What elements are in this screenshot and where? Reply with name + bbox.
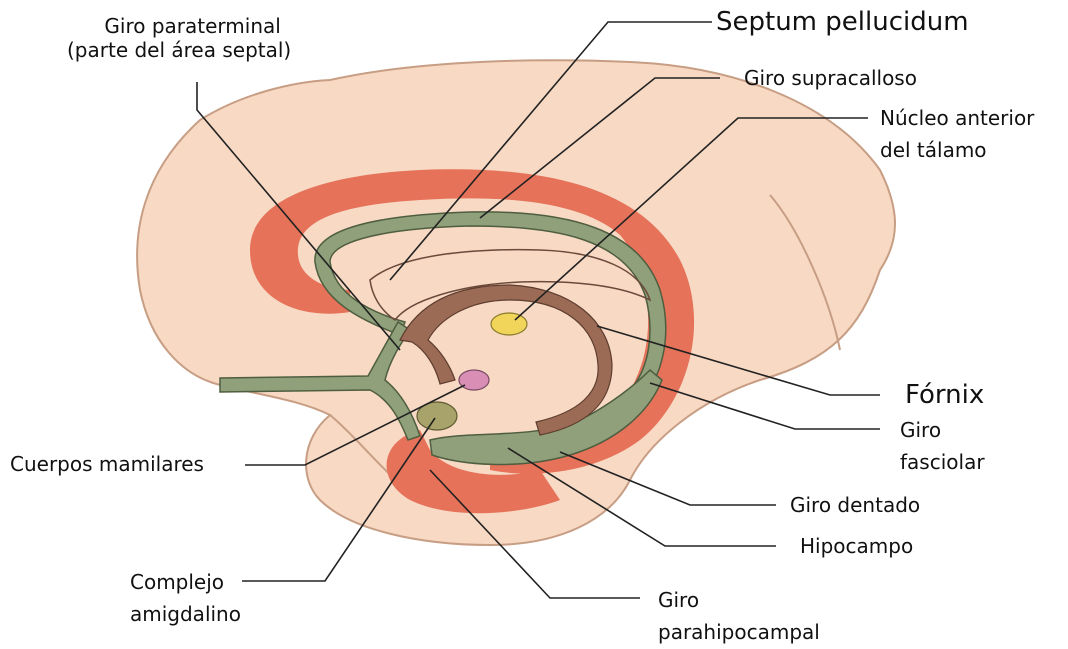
label-cuerpos-mamilares: Cuerpos mamilares <box>10 452 204 476</box>
anterior-thalamic-nucleus <box>491 313 527 335</box>
label-nucleo-anterior-line2: del tálamo <box>880 138 1034 162</box>
label-giro-fasciolar-line2: fasciolar <box>900 450 985 474</box>
label-nucleo-anterior: Núcleo anterior del tálamo <box>880 106 1034 162</box>
label-septum-pellucidum: Septum pellucidum <box>716 7 969 37</box>
label-complejo-amigdalino-line1: Complejo <box>130 570 241 594</box>
label-complejo-amigdalino-line2: amigdalino <box>130 602 241 626</box>
label-giro-paraterminal-line2: (parte del área septal) <box>67 38 291 62</box>
mamillary-body <box>459 370 489 390</box>
label-giro-parahipocampal-line1: Giro <box>658 588 820 612</box>
label-giro-paraterminal-line1: Giro paraterminal <box>94 14 291 38</box>
label-giro-paraterminal: Giro paraterminal (parte del área septal… <box>94 14 291 62</box>
label-nucleo-anterior-line1: Núcleo anterior <box>880 106 1034 130</box>
label-giro-fasciolar-line1: Giro <box>900 418 985 442</box>
label-giro-parahipocampal: Giro parahipocampal <box>658 588 820 644</box>
label-giro-dentado: Giro dentado <box>790 493 920 517</box>
label-giro-fasciolar: Giro fasciolar <box>900 418 985 474</box>
label-hipocampo: Hipocampo <box>800 534 913 558</box>
label-fornix: Fórnix <box>905 380 984 410</box>
label-complejo-amigdalino: Complejo amigdalino <box>130 570 241 626</box>
label-giro-supracalloso: Giro supracalloso <box>744 66 917 90</box>
label-giro-parahipocampal-line2: parahipocampal <box>658 620 820 644</box>
